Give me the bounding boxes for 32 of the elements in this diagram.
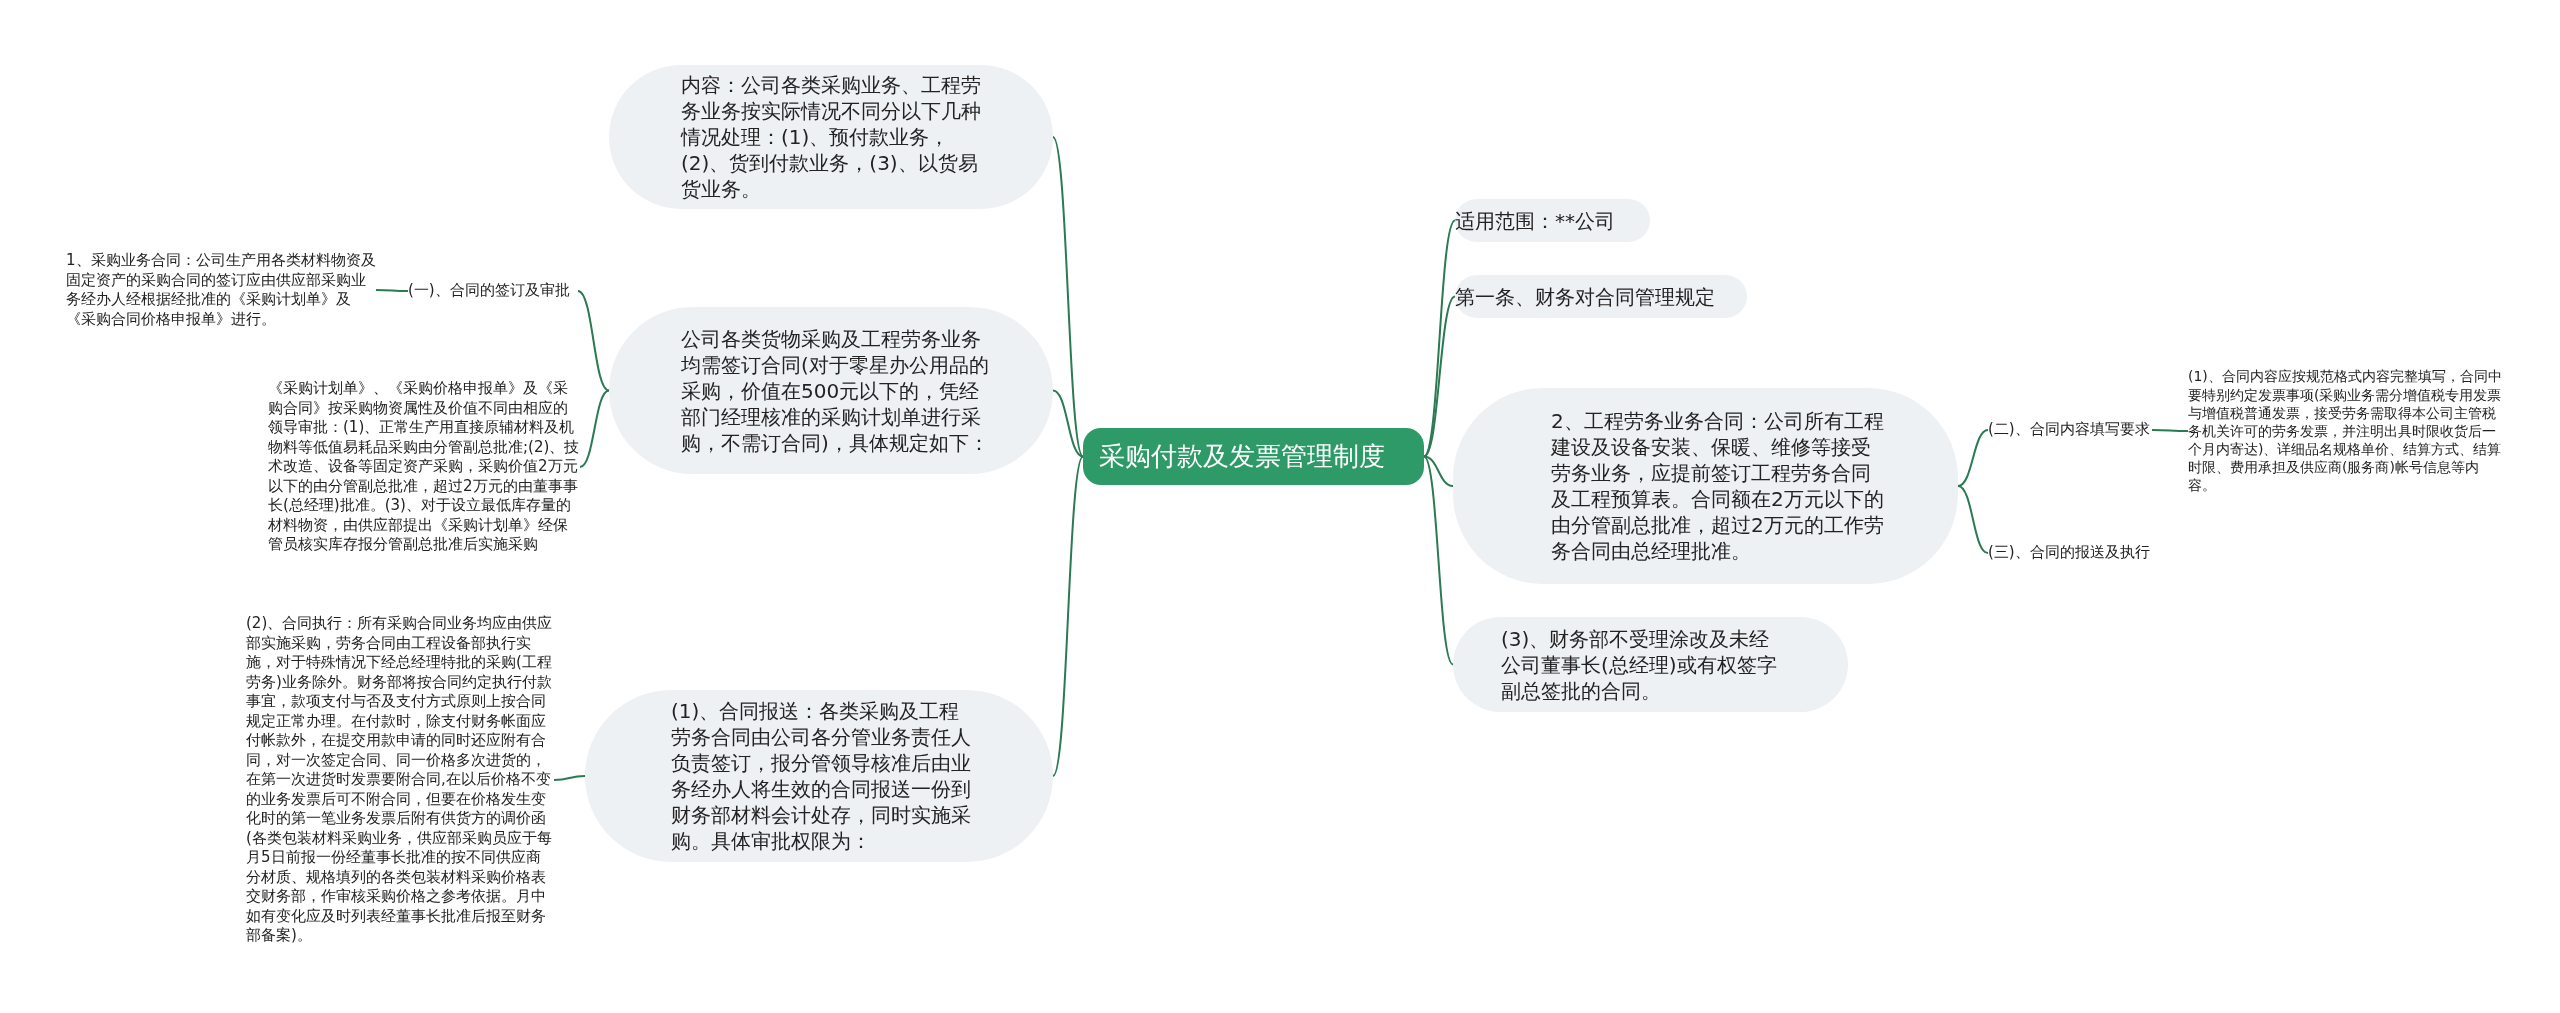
topic-label: (1)、合同报送：各类采购及工程劳务合同由公司各分管业务责任人负责签订，报分管领导核准后由业务经办人将生效的合同报送一份到财务部材料会计处存，同时实施采购。具体审批权限为： bbox=[671, 698, 972, 854]
connector bbox=[1423, 219, 1456, 458]
topic-label: (2)、合同执行：所有采购合同业务均应由供应部实施采购，劳务合同由工程设备部执行实施，对于特殊情况下经总经理特批的采购(工程劳务)业务除外。财务部将按合同约定执行付款事宜，款项支付与否及支付方式原则上按合同规定正常办理。在付款时，除支付财务帐面应付帐款外，在提交用款申请的同时还应附有合同，对一次签定合同、同一价格多次进货的，在第一次进货时发票要附合同,在以后价格不变的业务发票后可不附合同，但要在价格发生变化时的第一笔业务发票后附有供货方的调价函(各类包装材料采购业务，供应部采购员应于每月5日前报一份经董事长批准的按不同供应商分材质、规格填列的各类包装材料采购价格表交财务部，作审核采购价格之参考依据。月中如有变化应及时列表经董事长批准后报至财务部备案)。 bbox=[246, 614, 554, 946]
topic-label: 适用范围：**公司 bbox=[1455, 207, 1616, 234]
topic-bubble bbox=[1455, 275, 1747, 318]
connector bbox=[1423, 455, 1454, 487]
connector bbox=[1957, 485, 1989, 554]
connector bbox=[2151, 429, 2189, 432]
connector bbox=[1423, 455, 1454, 666]
connector bbox=[579, 389, 610, 468]
topic-label: (1)、合同内容应按规范格式内容完整填写，合同中要特别约定发票事项(采购业务需分增值税专用发票与增值税普通发票，接受劳务需取得本公司主管税务机关许可的劳务发票，并注明出具时限收货后一个月内寄达)、详细品名规格单价、结算方式、结算时限、费用承担及供应商(服务商)帐号信息等内容。 bbox=[2188, 367, 2503, 495]
topic-label: (二)、合同内容填写要求 bbox=[1988, 420, 2151, 440]
topic-label: (一)、合同的签订及审批 bbox=[408, 281, 571, 301]
topic-label: (三)、合同的报送及执行 bbox=[1988, 543, 2151, 563]
connector bbox=[553, 775, 586, 781]
topic-bubble bbox=[1455, 199, 1650, 242]
connector bbox=[375, 289, 409, 292]
topic-label: 公司各类货物采购及工程劳务业务均需签订合同(对于零星办公用品的采购，价值在500元以下的，凭经部门经理核准的采购计划单进行采购，不需订合同)，具体规定如下： bbox=[681, 325, 990, 456]
topic-label: 第一条、财务对合同管理规定 bbox=[1455, 283, 1716, 310]
root-topic bbox=[1083, 428, 1424, 485]
topic-label: 1、采购业务合同：公司生产用各类材料物资及固定资产的采购合同的签订应由供应部采购业务经办人经根据经批准的《采购计划单》及《采购合同价格申报单》进行。 bbox=[66, 251, 376, 329]
connector bbox=[1957, 429, 1989, 487]
topic-label: 采购付款及发票管理制度 bbox=[1099, 440, 1386, 473]
topic-label: 内容：公司各类采购业务、工程劳务业务按实际情况不同分以下几种情况处理：(1)、预付款业务，(2)、货到付款业务，(3)、以货易货业务。 bbox=[681, 72, 982, 202]
topic-label: 《采购计划单》、《采购价格申报单》及《采购合同》按采购物资属性及价值不同由相应的领导审批：(1)、正常生产用直接原辅材料及机物料等低值易耗品采购由分管副总批准;(2)、技术改造、设备等固定资产采购，采购价值2万元以下的由分管副总批准，超过2万元的由董事事长(总经理)批准。(3)、对于设立最低库存量的材料物资，由供应部提出《采购计划单》经保管员核实库存报分管副总批准后实施采购 bbox=[268, 379, 580, 555]
connector bbox=[577, 290, 610, 392]
topic-label: 2、工程劳务业务合同：公司所有工程建设及设备安装、保暖、维修等接受劳务业务，应提前签订工程劳务合同及工程预算表。合同额在2万元以下的由分管副总批准，超过2万元的工作劳务合同由总经理批准。 bbox=[1551, 408, 1885, 564]
connector bbox=[1052, 389, 1084, 458]
connector bbox=[1423, 295, 1456, 458]
connector bbox=[1052, 136, 1084, 458]
connector bbox=[1052, 455, 1084, 777]
topic-label: (3)、财务部不受理涂改及未经公司董事长(总经理)或有权签字副总签批的合同。 bbox=[1501, 625, 1778, 704]
